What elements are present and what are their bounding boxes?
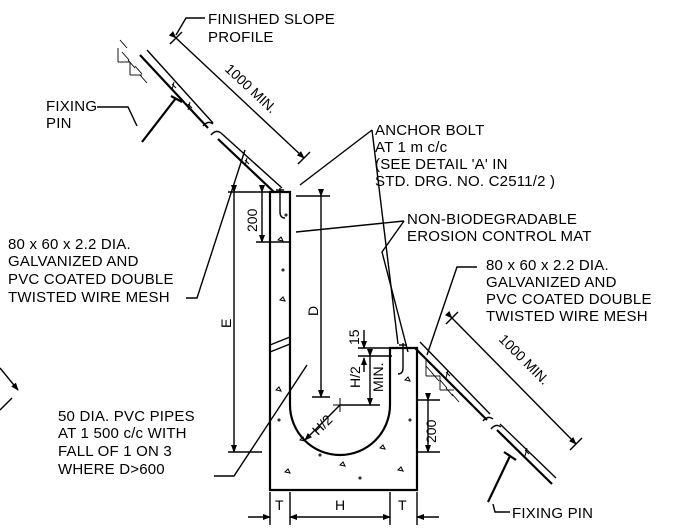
dim-1000-min-right: 1000 MIN. <box>496 331 553 388</box>
label-finished-slope-2: PROFILE <box>208 29 274 46</box>
dim-h2-radius: H/2 <box>309 411 336 438</box>
label-mesh-right-3: PVC COATED DOUBLE <box>486 291 652 308</box>
label-mat-1: NON-BIODEGRADABLE <box>407 211 577 228</box>
construction-joint <box>269 336 291 346</box>
label-mesh-right-1: 80 x 60 x 2.2 DIA. <box>486 257 609 274</box>
dimension-lines <box>0 31 583 525</box>
label-anchor-bolt-4: STD. DRG. NO. C2511/2 ) <box>375 173 555 190</box>
dim-D: D <box>305 306 321 316</box>
label-mesh-left-4: TWISTED WIRE MESH <box>8 289 170 306</box>
leader-lines <box>97 17 510 513</box>
label-mesh-left-1: 80 x 60 x 2.2 DIA. <box>8 236 131 253</box>
label-mesh-right-2: GALVANIZED AND <box>486 274 617 291</box>
dim-15: 15 <box>346 329 362 345</box>
label-mesh-left-2: GALVANIZED AND <box>8 253 139 270</box>
label-fixing-pin-left-1: FIXING <box>46 98 97 115</box>
label-pipes-1: 50 DIA. PVC PIPES <box>58 408 195 425</box>
dim-T-right: T <box>398 497 407 513</box>
label-anchor-bolt-1: ANCHOR BOLT <box>375 122 484 139</box>
dim-E: E <box>218 319 234 328</box>
label-anchor-bolt-2: AT 1 m c/c <box>375 139 448 156</box>
label-pipes-2: AT 1 500 c/c WITH <box>58 425 187 442</box>
construction-joint-2 <box>269 343 291 353</box>
dim-200-bottom: 200 <box>423 419 439 443</box>
label-mesh-left-3: PVC COATED DOUBLE <box>8 271 174 288</box>
dim-200-top: 200 <box>244 208 260 232</box>
label-mat-2: EROSION CONTROL MAT <box>407 228 592 245</box>
concrete-stipple <box>274 213 412 480</box>
dim-min-word: MIN. <box>370 362 386 392</box>
label-pipes-4: WHERE D>600 <box>58 461 165 478</box>
label-finished-slope-1: FINISHED SLOPE <box>208 11 335 28</box>
dim-H: H <box>335 497 345 513</box>
label-mesh-right-4: TWISTED WIRE MESH <box>486 308 648 325</box>
label-fixing-pin-left-2: PIN <box>46 115 72 132</box>
dim-h2-min: H/2 <box>347 366 363 388</box>
anchor-bolt-left <box>276 188 286 219</box>
fixing-pin-right <box>487 451 517 503</box>
dim-T-left: T <box>275 497 284 513</box>
label-pipes-3: FALL OF 1 ON 3 <box>58 443 172 460</box>
fixing-pin-left <box>141 95 183 143</box>
drain-outline <box>268 190 419 492</box>
left-slope <box>117 39 283 193</box>
label-anchor-bolt-3: (SEE DETAIL 'A' IN <box>375 156 508 173</box>
label-fixing-pin-right: FIXING PIN <box>512 505 593 522</box>
